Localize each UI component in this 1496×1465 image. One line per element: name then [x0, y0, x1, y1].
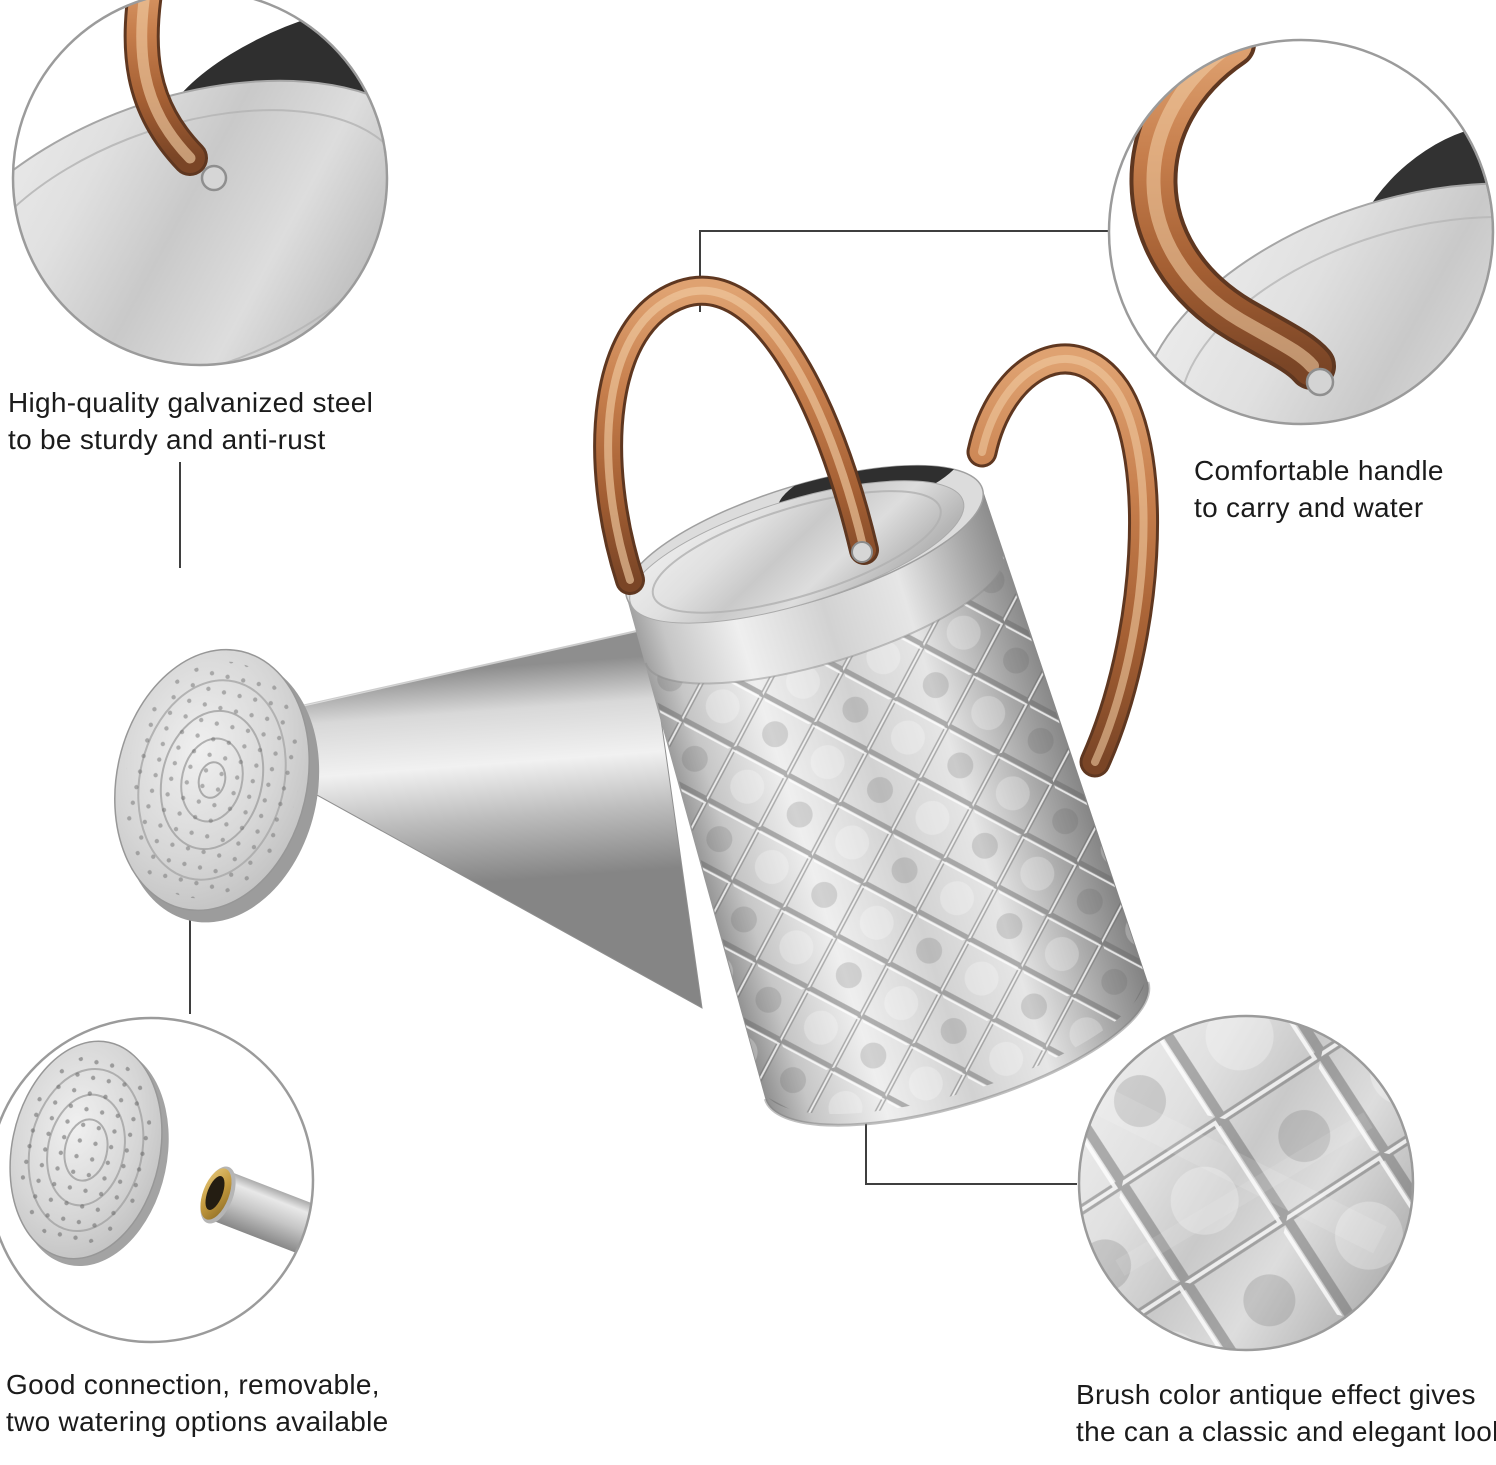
zoom-spout-connector — [200, 1166, 312, 1265]
callout-label-line: Good connection, removable, — [6, 1369, 380, 1400]
callout-circle-bottom-left — [0, 1016, 315, 1344]
zoom-rose-head — [9, 1040, 169, 1267]
zoom-quilted-texture — [1080, 1017, 1412, 1349]
callout-label-line: Brush color antique effect gives — [1076, 1379, 1476, 1410]
handle-rivet — [851, 541, 873, 563]
top-handle — [593, 275, 879, 595]
callout-label-line: two watering options available — [6, 1406, 389, 1437]
callout-circle-bottom-right — [1077, 1014, 1415, 1352]
callout-label-bottom-left: Good connection, removable, two watering… — [6, 1366, 389, 1440]
collar-seam — [644, 553, 1005, 685]
watering-can — [114, 275, 1159, 1127]
zoom-lid — [1138, 182, 1492, 423]
callout-label-line: the can a classic and elegant look — [1076, 1416, 1496, 1447]
spout — [249, 626, 703, 1009]
callout-label-line: High-quality galvanized steel — [8, 387, 374, 418]
zoom-rivet — [1305, 367, 1335, 397]
callout-label-line: Comfortable handle — [1194, 455, 1444, 486]
callout-label-bottom-right: Brush color antique effect gives the can… — [1076, 1376, 1496, 1450]
bottom-rim — [763, 981, 1151, 1127]
callout-label-line: to be sturdy and anti-rust — [8, 424, 326, 455]
side-handle — [966, 343, 1159, 778]
callout-label-top-left: High-quality galvanized steel to be stur… — [8, 384, 373, 458]
rose-sprinkler-head — [114, 648, 320, 923]
can-body — [625, 443, 1151, 1127]
lid-inner-ring — [651, 490, 942, 614]
callout-label-top-right: Comfortable handle to carry and water — [1194, 452, 1444, 526]
zoom-copper-handle — [1129, 41, 1336, 390]
lid-surface — [629, 480, 965, 624]
callout-circle-top-left — [11, 0, 389, 367]
quilted-texture — [646, 553, 1145, 1115]
zoom-rivet — [200, 164, 228, 192]
rose-holes — [123, 661, 301, 899]
callout-label-line: to carry and water — [1194, 492, 1424, 523]
zoom-copper-handle — [123, 0, 208, 176]
callout-circle-top-right — [1107, 38, 1495, 426]
spout-opening — [205, 1175, 225, 1211]
